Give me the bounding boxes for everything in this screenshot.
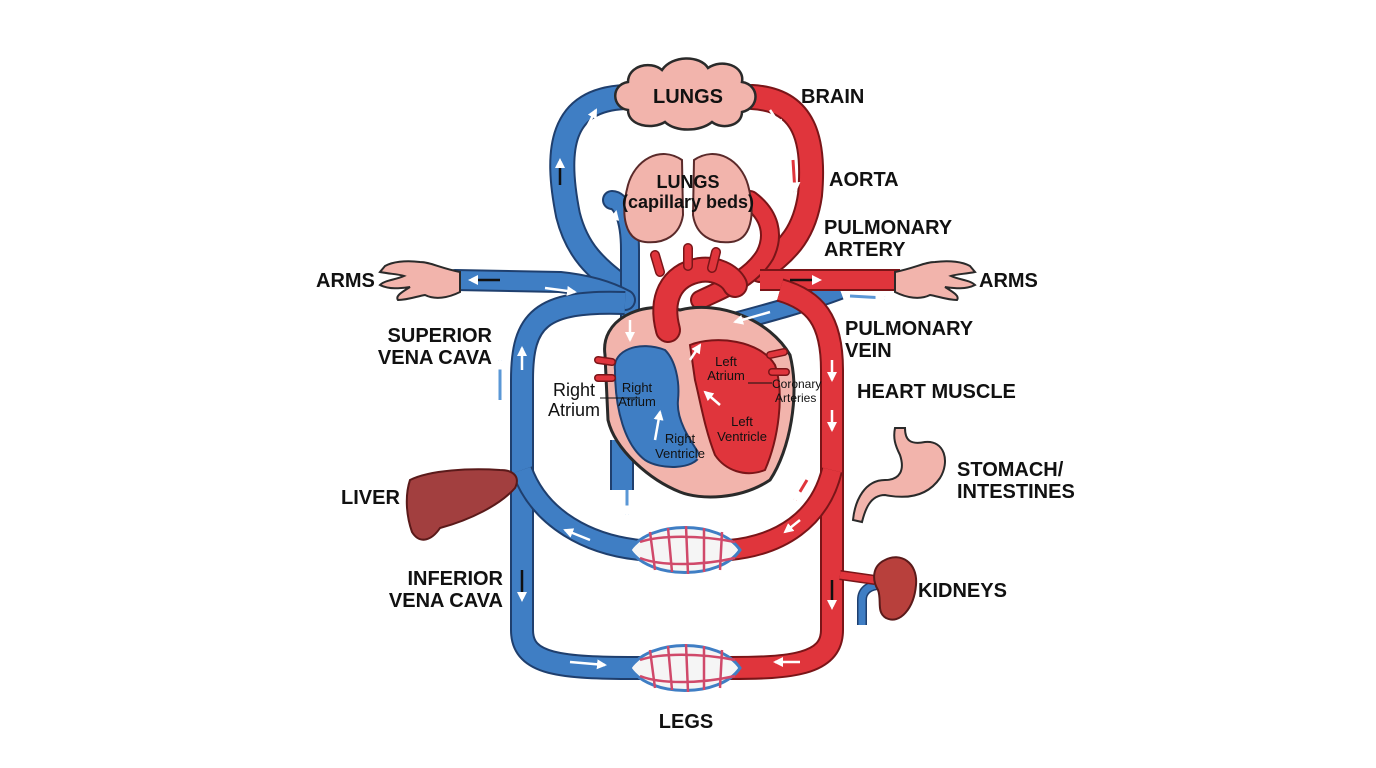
label-legs: LEGS xyxy=(659,711,713,733)
label-left-ventricle-1: Left xyxy=(731,414,753,429)
label-ivc-2: VENA CAVA xyxy=(389,590,503,612)
left-hand-icon xyxy=(378,260,461,302)
label-pulmonary-vein-1: PULMONARY xyxy=(845,318,974,340)
label-coronary-2: Arteries xyxy=(775,391,816,405)
label-ivc-1: INFERIOR xyxy=(407,568,503,590)
heart-icon xyxy=(594,243,796,499)
label-lungs-inner-2: (capillary beds) xyxy=(622,192,754,212)
label-stomach-1: STOMACH/ xyxy=(957,459,1064,481)
label-svc-2: VENA CAVA xyxy=(378,347,492,369)
label-lungs-top: LUNGS xyxy=(653,86,723,108)
lungs-icon xyxy=(623,153,753,244)
label-kidneys: KIDNEYS xyxy=(918,580,1007,602)
liver-icon xyxy=(405,468,518,541)
label-heart-muscle: HEART MUSCLE xyxy=(857,381,1016,403)
label-left-atrium-2: Atrium xyxy=(707,368,745,383)
label-svc-1: SUPERIOR xyxy=(388,325,493,347)
label-stomach-2: INTESTINES xyxy=(957,481,1075,503)
right-hand-icon xyxy=(894,260,977,302)
label-right-ventricle-2: Ventricle xyxy=(655,446,705,461)
label-pulmonary-vein-2: VEIN xyxy=(845,340,892,362)
label-arms-left: ARMS xyxy=(316,270,375,292)
label-aorta: AORTA xyxy=(829,169,899,191)
stomach-icon xyxy=(851,427,946,524)
label-right-atrium-inner-2: Atrium xyxy=(618,394,656,409)
label-liver: LIVER xyxy=(341,487,400,509)
label-pulmonary-artery-1: PULMONARY xyxy=(824,217,953,239)
label-right-atrium-inner-1: Right xyxy=(622,380,653,395)
capillary-bed-icon xyxy=(628,525,742,693)
label-right-atrium-outer-2: Atrium xyxy=(548,400,600,420)
label-right-atrium-outer-1: Right xyxy=(553,380,595,400)
lungs-cloud-icon xyxy=(614,57,757,131)
label-coronary-1: Coronary xyxy=(772,377,821,391)
label-lungs-inner-1: LUNGS xyxy=(657,172,720,192)
label-arms-right: ARMS xyxy=(979,270,1038,292)
labels: LUNGS BRAIN LUNGS (capillary beds) AORTA… xyxy=(316,86,1075,733)
kidney-icon xyxy=(873,556,918,621)
label-left-ventricle-2: Ventricle xyxy=(717,429,767,444)
label-right-ventricle-1: Right xyxy=(665,431,696,446)
flow-arrows xyxy=(468,108,888,670)
label-left-atrium-1: Left xyxy=(715,354,737,369)
label-brain: BRAIN xyxy=(801,86,864,108)
label-pulmonary-artery-2: ARTERY xyxy=(824,239,906,261)
